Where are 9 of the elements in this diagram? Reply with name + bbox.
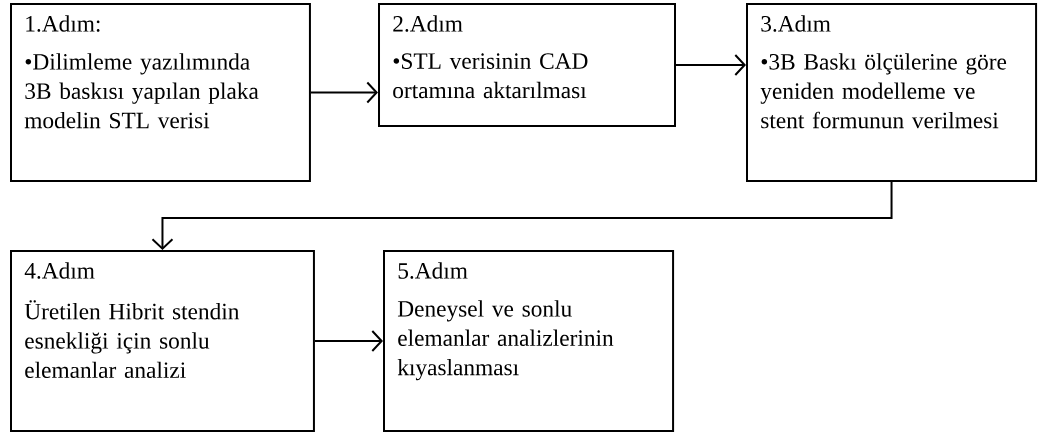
arrow [313,330,383,352]
step-box: 2.Adım •STL verisinin CAD ortamına aktarılması [378,3,676,127]
step-box: 1.Adım: •Dilimleme yazılımında 3B baskısı yapılan plaka modelin STL verisi [10,3,311,183]
step-box: 4.Adım Üretilen Hibrit stendin esnekliği için sonlu elemanlar analizi [10,250,315,432]
arrow [151,181,893,250]
step-box: 5.Adım Deneysel ve sonlu elemanlar analizlerinin kıyaslanması [383,250,675,432]
step-box: 3.Adım •3B Baskı ölçülerine göre yeniden modelleme ve stent formunun verilmesi [746,3,1038,183]
arrow [675,54,746,76]
arrow [309,81,378,104]
